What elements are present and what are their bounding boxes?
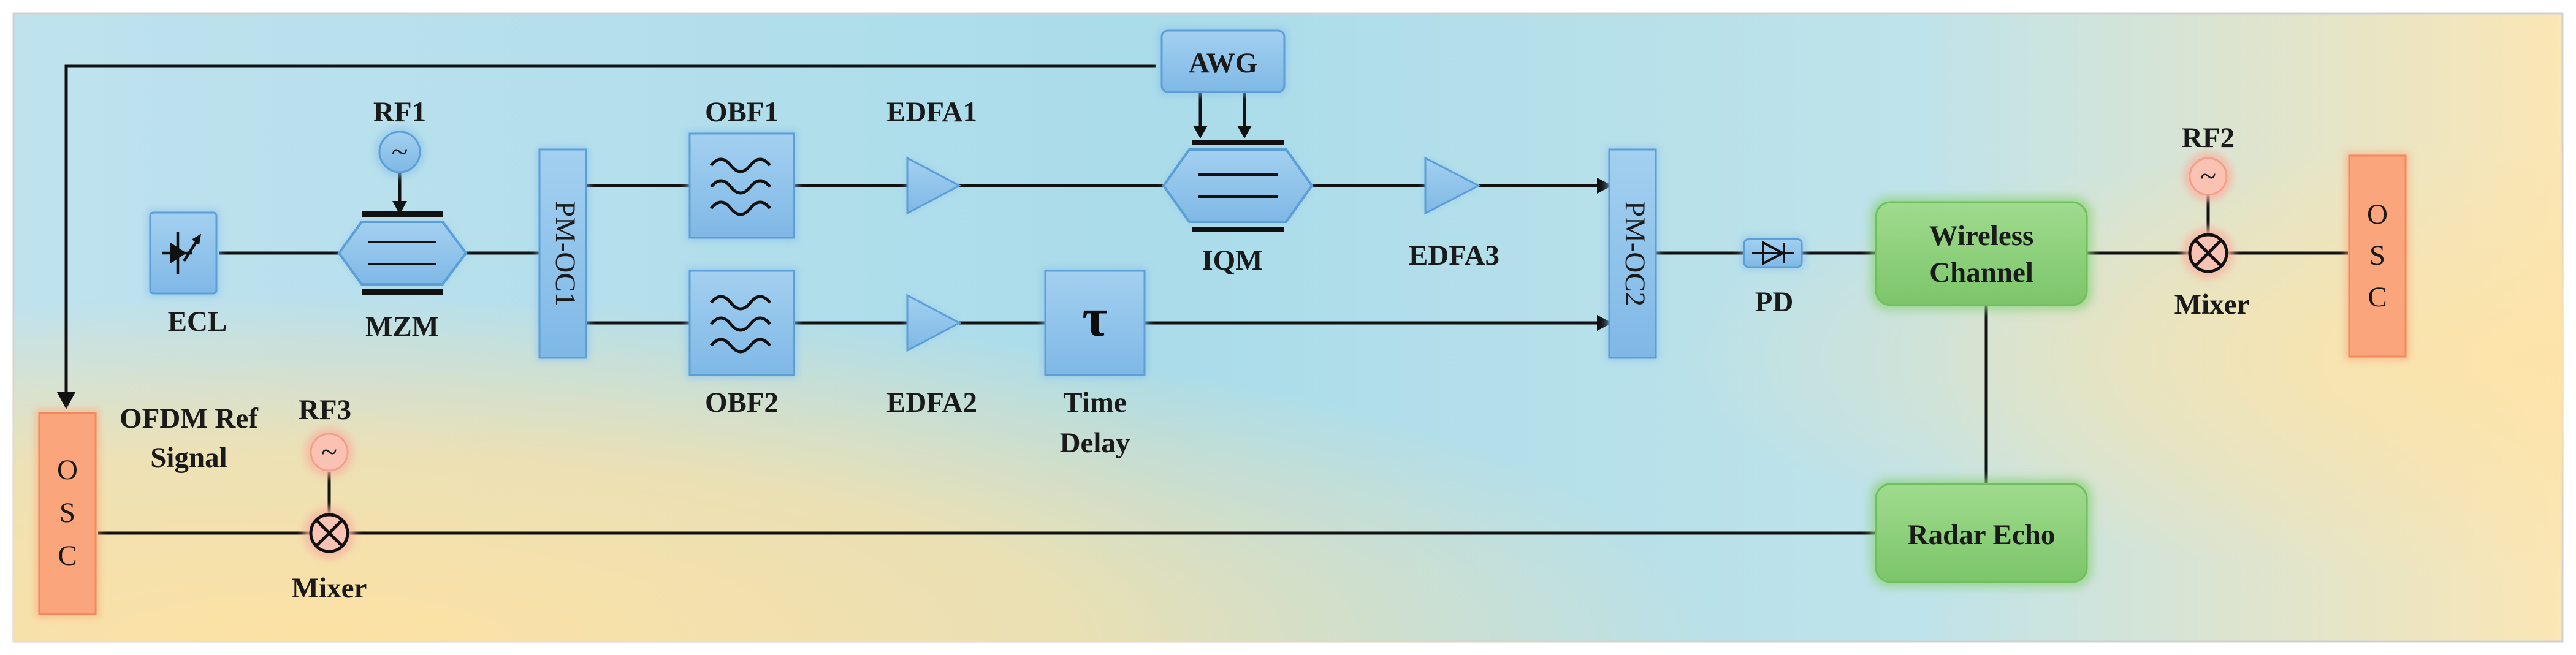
mzm-modulator[interactable] [337,211,468,295]
mixer-right-label: Mixer [2174,289,2250,320]
edfa1-amplifier[interactable] [906,156,962,215]
awg-to-osc-line [64,64,1156,395]
ofdm-ref-label-line2: Signal [150,442,227,474]
pm-oc2-coupler[interactable]: PM-OC2 [1607,147,1658,360]
pm-oc1-label: PM-OC1 [549,201,581,306]
edfa3-label: EDFA3 [1409,240,1499,271]
pd-photodiode[interactable] [1741,237,1805,270]
wireless-label-line1: Wireless [1929,220,2034,252]
sine-source-icon: ~ [2200,160,2216,192]
osc-left-letter-3: C [58,540,77,572]
edfa2-label: EDFA2 [886,387,977,418]
obf1-label: OBF1 [705,96,779,128]
ofdm-ref-label-line1: OFDM Ref [120,403,259,434]
cross-circle-mixer-icon [315,519,343,547]
laser-icon [162,232,202,274]
radar-echo-label: Radar Echo [1908,519,2056,551]
wireless-label-line2: Channel [1929,257,2033,289]
triangle-amplifier-icon [1424,156,1481,215]
sine-source-icon: ~ [391,134,408,168]
background-panel [12,12,2564,643]
mixer-right[interactable] [2182,227,2234,279]
mixer-left[interactable] [303,507,355,559]
rf3-source[interactable]: ~ [305,428,354,477]
sine-source-icon: ~ [321,436,337,468]
obf1-filter[interactable] [687,131,797,241]
osc-right-letter-1: O [2367,199,2388,230]
mzm-label: MZM [365,311,439,343]
osc-right-letter-2: S [2369,240,2385,271]
time-delay-label-line2: Delay [1060,427,1130,459]
radar-echo-block[interactable]: Radar Echo [1871,479,2092,587]
time-delay-label-line1: Time [1063,387,1127,418]
wireless-channel-block[interactable]: Wireless Channel [1871,197,2092,310]
bandpass-filter-icon [710,157,771,216]
pm-oc1-coupler[interactable]: PM-OC1 [537,147,589,360]
rf3-label: RF3 [299,394,351,426]
edfa1-label: EDFA1 [886,96,977,128]
connection-wires [57,64,2348,535]
modulator-icon [1192,140,1284,232]
obf2-label: OBF2 [705,387,779,418]
osc-left-letter-1: O [57,454,78,486]
osc-right[interactable]: O S C [2345,152,2409,360]
diode-icon [1752,240,1794,266]
ecl-laser[interactable] [147,210,219,297]
triangle-amplifier-icon [906,156,962,215]
osc-left[interactable]: O S C [36,409,99,618]
rf2-label: RF2 [2182,122,2235,154]
edfa2-amplifier[interactable] [906,293,962,352]
iqm-modulator[interactable] [1162,140,1314,232]
rf1-source[interactable]: ~ [375,127,424,176]
time-delay-block[interactable]: τ [1042,268,1148,378]
pd-label: PD [1755,286,1794,318]
iqm-label: IQM [1202,244,1262,276]
bandpass-filter-icon [710,295,771,354]
edfa3-amplifier[interactable] [1424,156,1481,215]
awg-generator[interactable]: AWG [1159,28,1287,95]
osc-left-arrowhead [57,392,75,409]
triangle-amplifier-icon [906,293,962,352]
rf1-label: RF1 [373,96,426,128]
osc-right-letter-3: C [2368,281,2387,313]
obf2-filter[interactable] [687,268,797,378]
pm-oc2-label: PM-OC2 [1619,201,1651,306]
rf2-source[interactable]: ~ [2184,152,2233,201]
ecl-label: ECL [168,306,227,338]
cross-circle-mixer-icon [2194,239,2222,267]
osc-left-letter-2: S [59,497,75,529]
awg-label: AWG [1189,47,1257,79]
mixer-left-label: Mixer [292,572,367,604]
modulator-icon [362,211,443,295]
tau-symbol: τ [1082,287,1107,348]
